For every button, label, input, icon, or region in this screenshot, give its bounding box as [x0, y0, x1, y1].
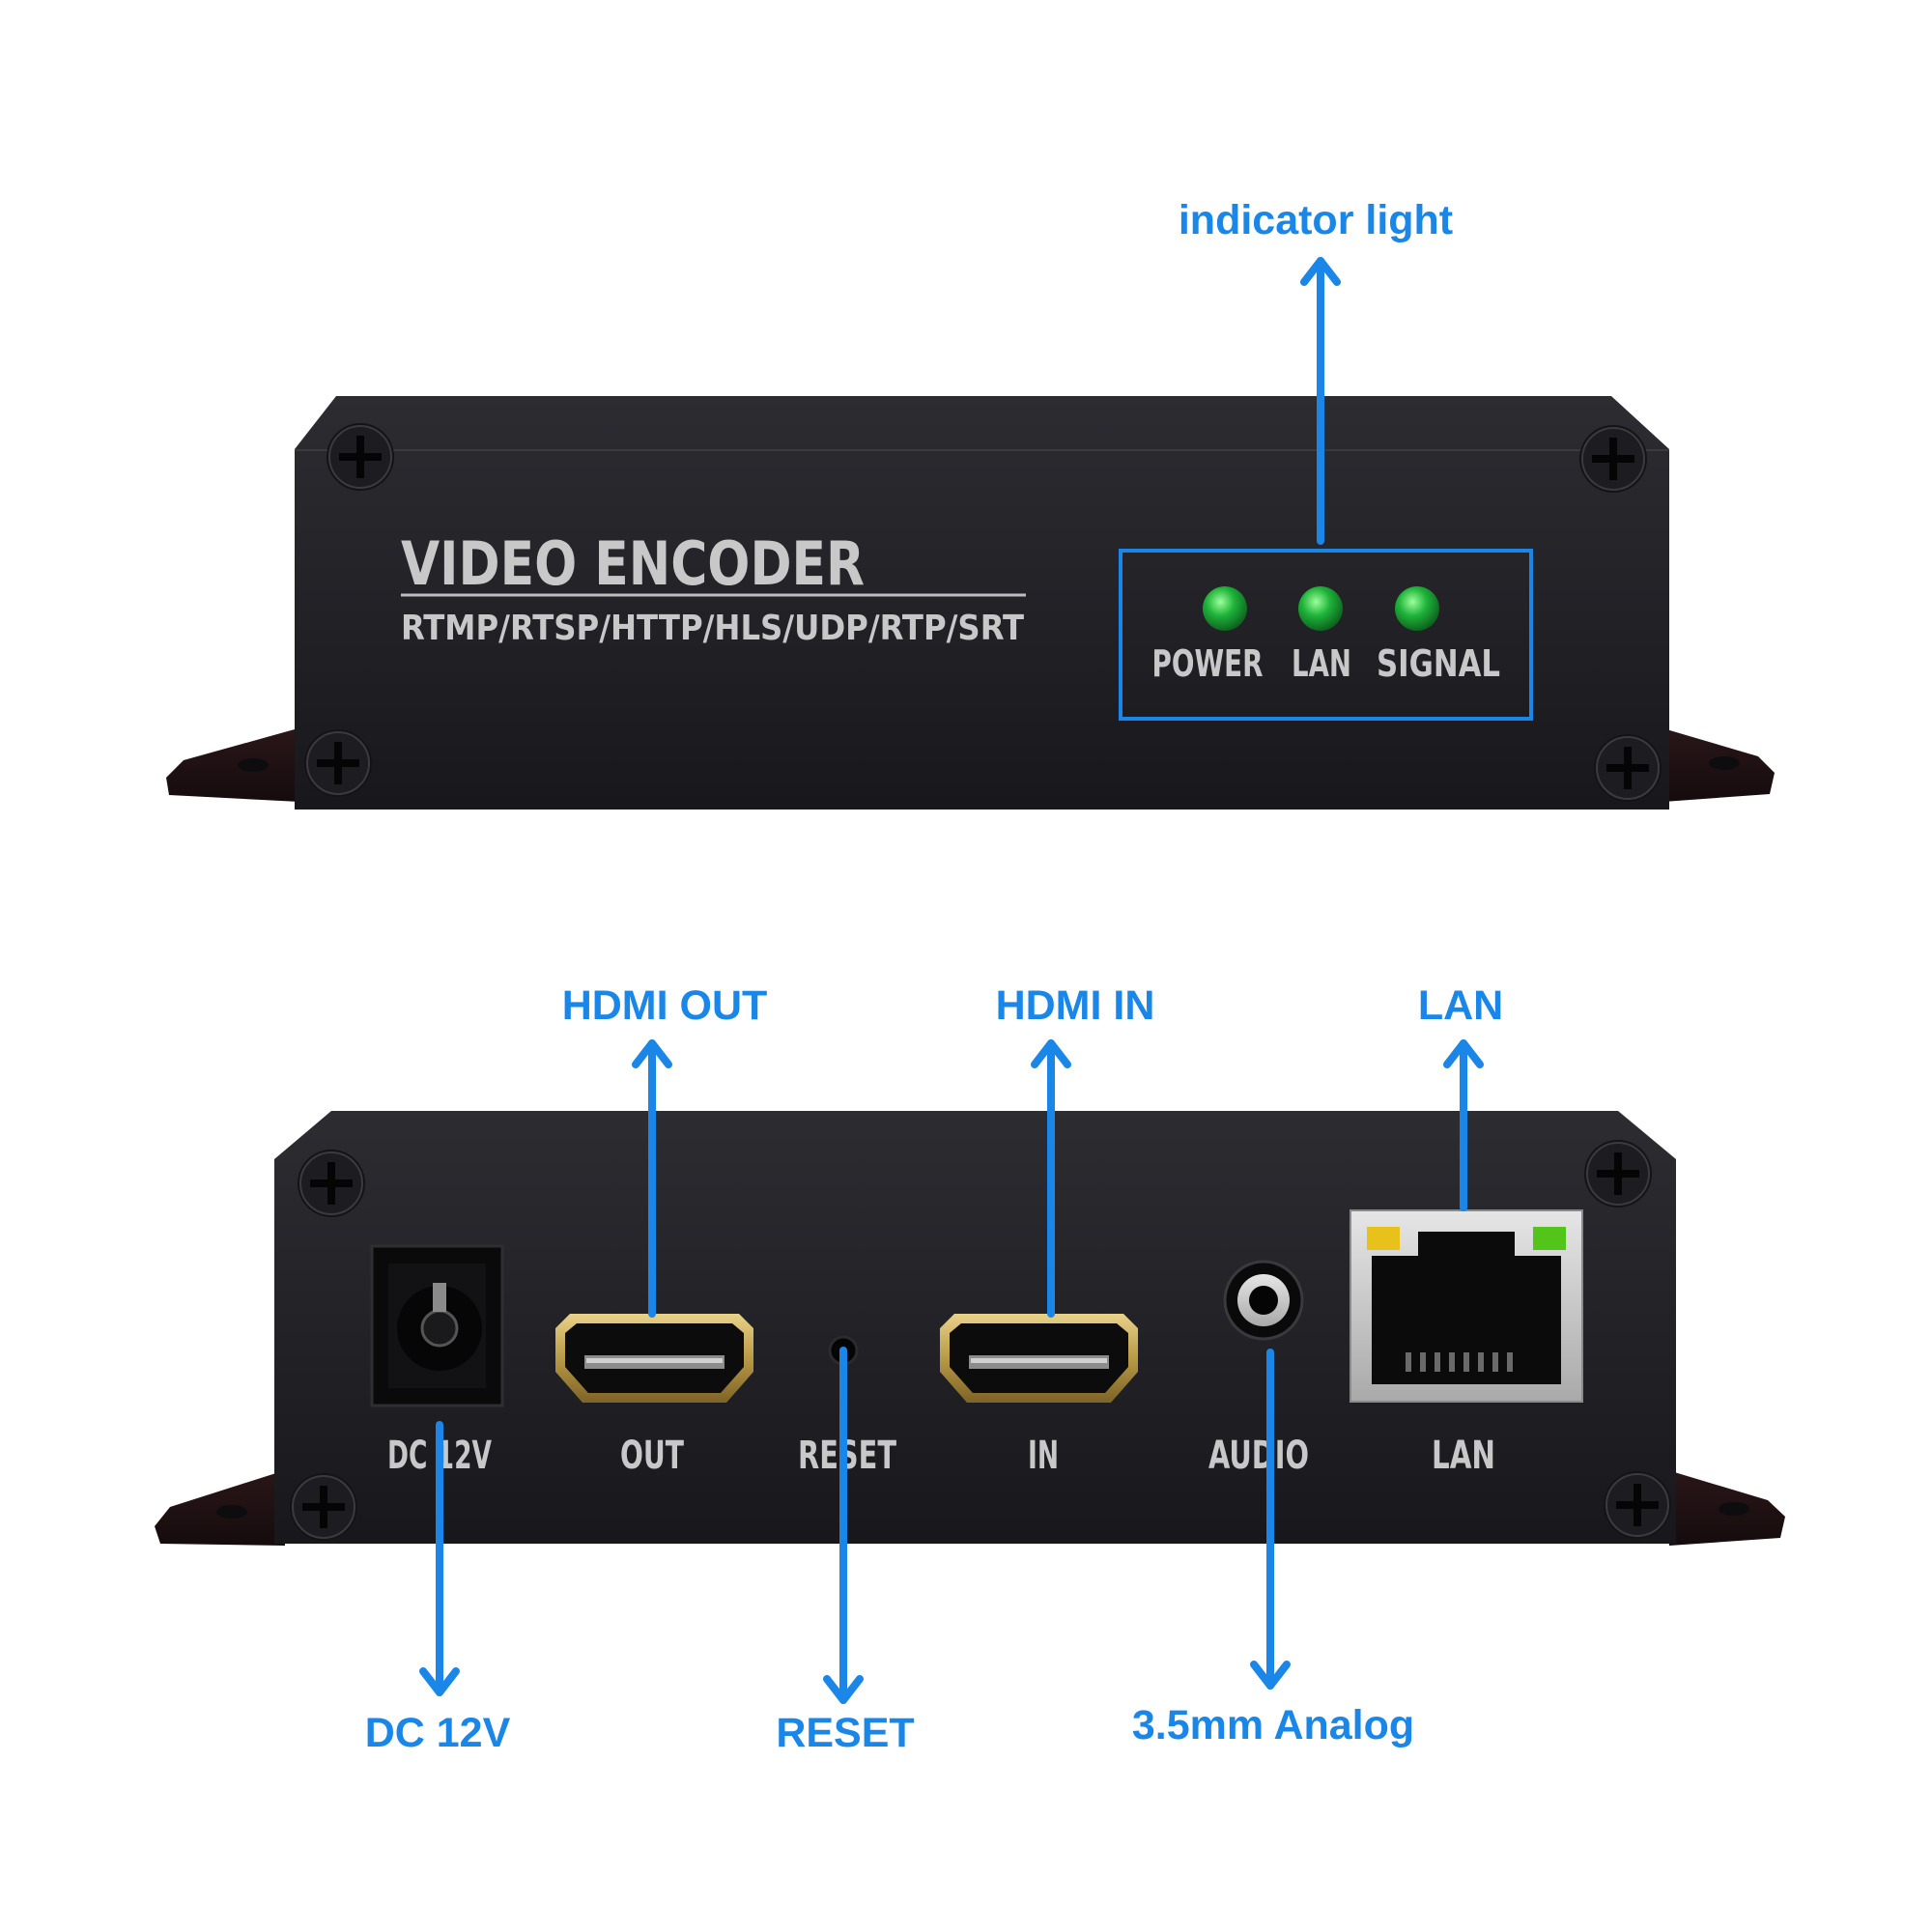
protocol-list: RTMP/RTSP/HTTP/HLS/UDP/RTP/SRT: [401, 609, 1024, 648]
callout-arrows: [419, 257, 1484, 1704]
dc-12v-callout: DC 12V: [365, 1710, 511, 1756]
lan-activity-led: [1367, 1227, 1400, 1250]
front-panel: VIDEO ENCODER RTMP/RTSP/HTTP/HLS/UDP/RTP…: [166, 396, 1775, 810]
arrow-up-icon: [632, 1039, 672, 1318]
lan-led-label: LAN: [1292, 642, 1351, 685]
screw-icon: [1584, 1140, 1652, 1208]
front-panel-body: [295, 396, 1669, 810]
screw-icon: [1604, 1471, 1671, 1539]
right-flange-hole: [1709, 756, 1740, 770]
screw-icon: [327, 423, 394, 491]
indicator-light-callout: indicator light: [1179, 197, 1453, 243]
screw-icon: [298, 1150, 365, 1217]
audio-port-label: AUDIO: [1208, 1434, 1309, 1478]
signal-led: [1395, 586, 1439, 631]
reset-callout: RESET: [776, 1710, 914, 1756]
arrow-down-icon: [1250, 1349, 1291, 1690]
hdmi-out-port[interactable]: [555, 1314, 753, 1403]
reset-port-label: RESET: [798, 1434, 896, 1478]
lan-led: [1298, 586, 1343, 631]
power-led: [1203, 586, 1247, 631]
audio-3-5mm-callout: 3.5mm Analog: [1132, 1702, 1414, 1748]
arrow-up-icon: [1300, 257, 1341, 545]
screw-icon: [1594, 734, 1662, 802]
lan-port[interactable]: [1350, 1209, 1583, 1403]
screw-icon: [1579, 425, 1647, 493]
left-flange-hole: [238, 758, 269, 772]
screw-icon: [304, 729, 372, 797]
power-led-label: POWER: [1152, 642, 1264, 685]
arrow-down-icon: [823, 1347, 864, 1704]
lan-callout: LAN: [1418, 982, 1503, 1029]
hdmi-in-callout: HDMI IN: [996, 982, 1155, 1029]
right-flange-hole: [1719, 1502, 1749, 1516]
signal-led-label: SIGNAL: [1377, 642, 1500, 685]
indicator-highlight-box: [1119, 549, 1533, 721]
left-mounting-flange: [166, 729, 299, 802]
arrow-up-icon: [1443, 1039, 1484, 1211]
arrow-down-icon: [419, 1421, 460, 1696]
rear-panel: DC 12V OUT RESET IN AUDIO LAN: [155, 1111, 1785, 1546]
dc-power-jack[interactable]: [370, 1244, 504, 1407]
left-flange-hole: [216, 1505, 247, 1519]
in-port-label: IN: [1028, 1434, 1059, 1478]
arrow-up-icon: [1031, 1039, 1071, 1318]
hdmi-in-port[interactable]: [940, 1314, 1138, 1403]
audio-jack[interactable]: [1223, 1260, 1304, 1341]
lan-link-led: [1533, 1227, 1566, 1250]
device-title: VIDEO ENCODER: [401, 528, 865, 599]
hdmi-out-callout: HDMI OUT: [562, 982, 768, 1029]
out-port-label: OUT: [620, 1434, 684, 1478]
screw-icon: [290, 1473, 357, 1541]
lan-port-label: LAN: [1432, 1434, 1495, 1478]
